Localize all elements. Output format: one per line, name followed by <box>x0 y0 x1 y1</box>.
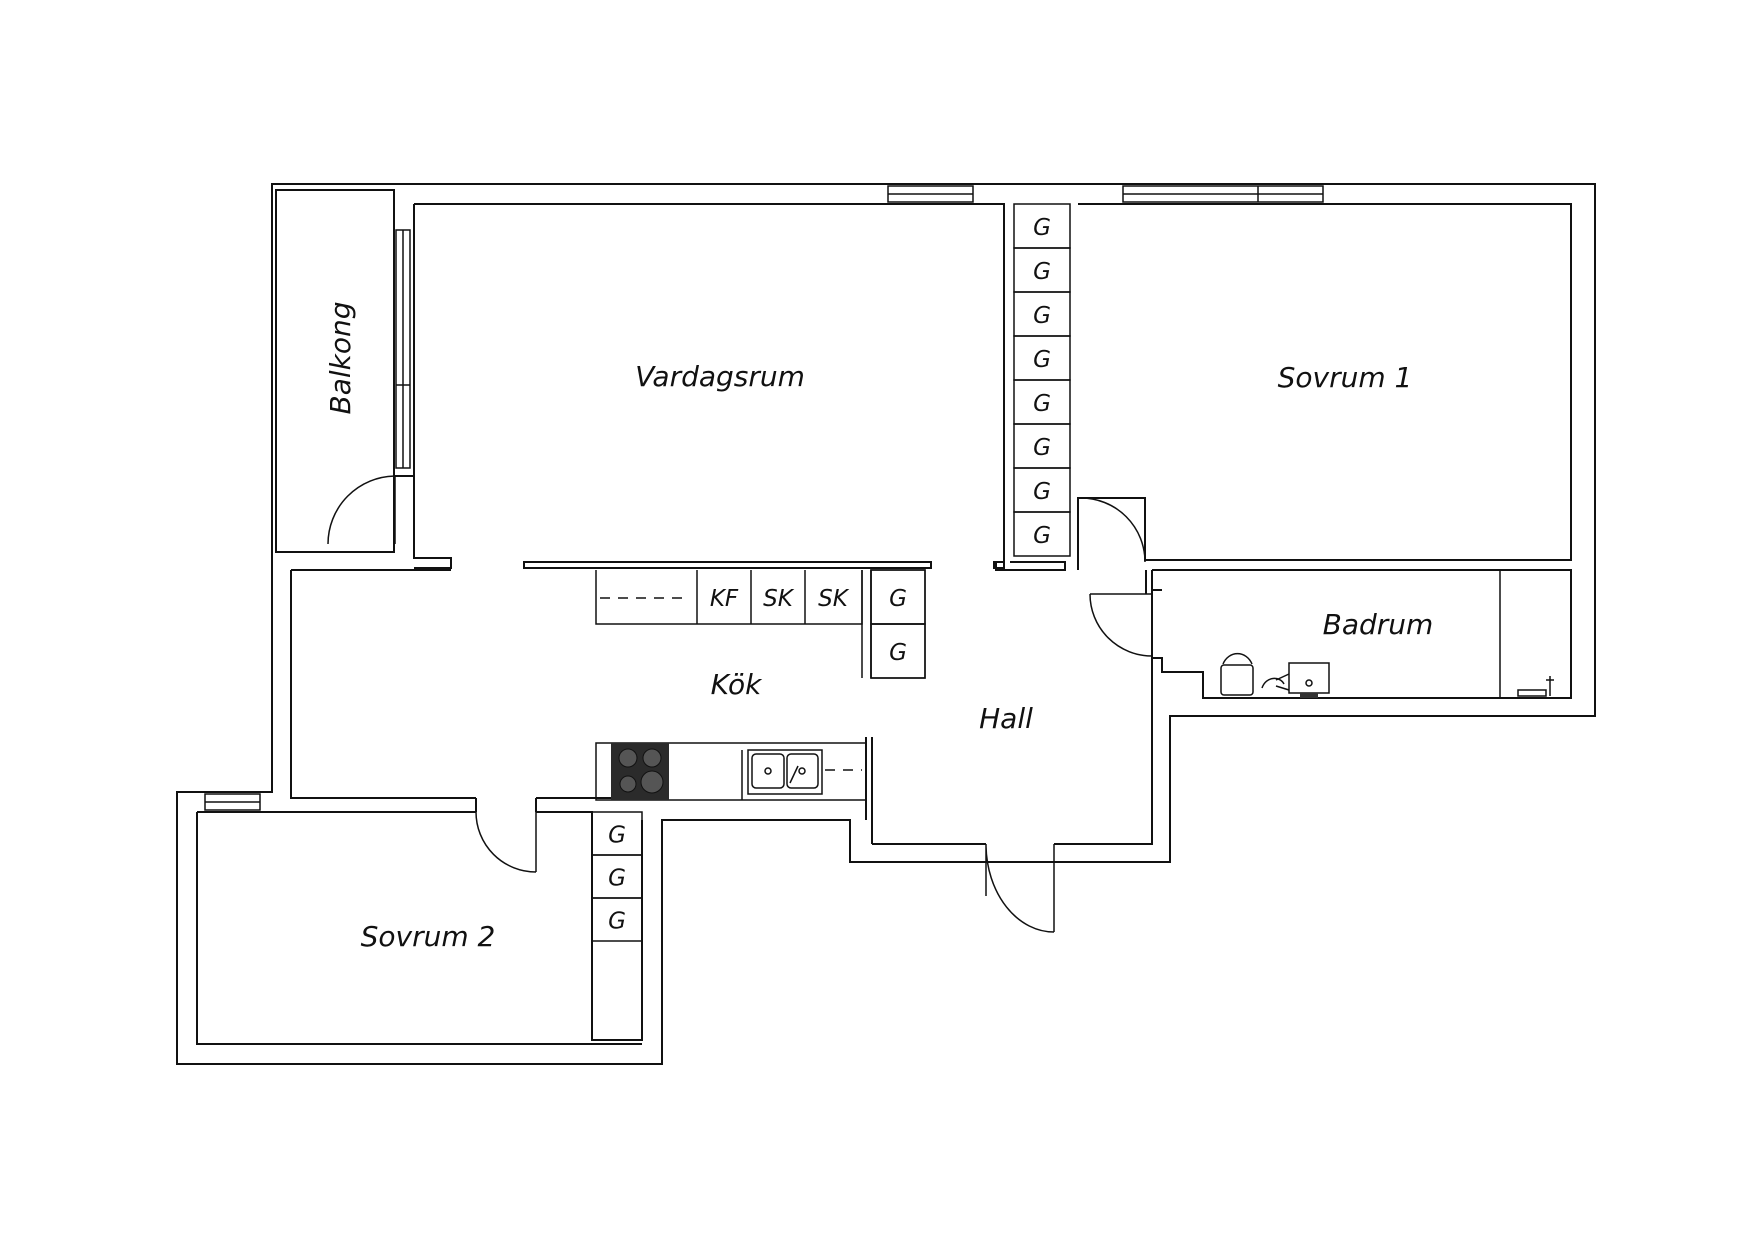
bedroom-2-door <box>475 811 537 873</box>
wardrobe-label: G <box>608 866 626 892</box>
room-label-sovrum-1: Sovrum 1 <box>1278 361 1413 394</box>
fridge-freezer-label: KF <box>710 586 739 612</box>
room-label-hall: Hall <box>979 702 1033 735</box>
wardrobe-cell <box>591 897 643 942</box>
bathroom <box>1089 569 1572 699</box>
wardrobe-label: G <box>889 586 907 612</box>
wardrobe-label: G <box>1033 259 1051 285</box>
stove-icon <box>611 743 669 800</box>
room-label-balkong: Balkong <box>324 301 357 414</box>
front-door <box>985 844 1055 933</box>
bedroom-1 <box>1077 185 1572 570</box>
kitchen <box>290 569 926 844</box>
bedroom-2-wardrobe-column: GGG <box>591 811 643 942</box>
wardrobe-cell <box>870 623 926 679</box>
hall <box>872 658 1153 933</box>
wardrobe-label: G <box>608 909 626 935</box>
shower-icon <box>1517 676 1554 697</box>
wardrobe-label: G <box>1033 347 1051 373</box>
kitchen-upper-fixtures: KF SK SK <box>710 586 850 612</box>
room-label-vardagsrum: Vardagsrum <box>635 360 805 393</box>
bathroom-door <box>1089 593 1153 657</box>
sink-icon <box>1261 662 1330 698</box>
kitchen-wardrobe-column: GG <box>870 569 926 679</box>
wardrobe-label: G <box>1033 303 1051 329</box>
wardrobe-label: G <box>1033 435 1051 461</box>
bedroom-2 <box>196 793 643 1045</box>
wardrobe-label: G <box>1033 523 1051 549</box>
toilet-icon <box>1220 652 1254 696</box>
wardrobe-label: G <box>889 640 907 666</box>
kitchen-sink-icon <box>747 749 823 795</box>
room-label-kok: Kök <box>711 668 763 701</box>
wardrobe-label: G <box>1033 215 1051 241</box>
balcony-door <box>327 475 396 545</box>
bedroom-1-door <box>1080 497 1146 563</box>
cabinet-label: SK <box>763 586 795 612</box>
wardrobe-cell <box>1013 511 1071 557</box>
living-room <box>413 185 1005 570</box>
cabinet-label: SK <box>818 586 850 612</box>
balcony <box>275 189 415 553</box>
wardrobe-label: G <box>608 823 626 849</box>
room-label-sovrum-2: Sovrum 2 <box>361 920 496 953</box>
wardrobe-label: G <box>1033 391 1051 417</box>
wardrobe-label: G <box>1033 479 1051 505</box>
room-label-badrum: Badrum <box>1323 608 1434 641</box>
